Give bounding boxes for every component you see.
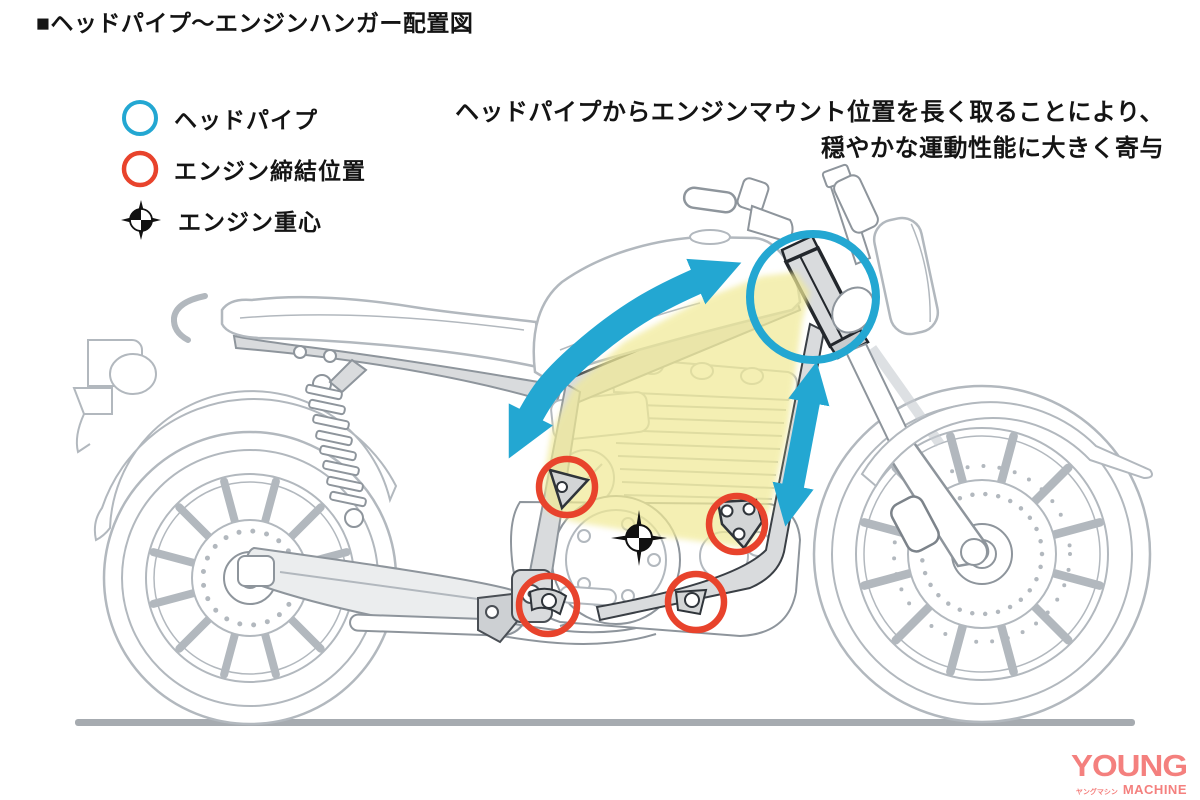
engine-mount-circle-icon: [121, 150, 159, 188]
center-of-gravity-icon: [121, 200, 161, 240]
caption-line-2: 穏やかな運動性能に大きく寄与: [821, 135, 1164, 162]
page-title: ■ヘッドパイプ〜エンジンハンガー配置図: [36, 10, 474, 36]
rear-shock: [305, 374, 367, 528]
legend-label-head-pipe: ヘッドパイプ: [174, 107, 318, 133]
young-machine-logo: YOUNG ヤングマシン MACHINE: [1070, 748, 1188, 797]
ground-line: [75, 719, 1135, 726]
engine-mount-circle-3: [515, 572, 581, 638]
legend-item-head-pipe: ヘッドパイプ: [120, 98, 318, 138]
head-pipe-circle: [746, 230, 880, 364]
engine-hanger-plates: [528, 468, 764, 616]
downtube-arrow: [772, 361, 830, 527]
footpeg-bracket: [477, 592, 522, 644]
legend-label-engine-cg: エンジン重心: [178, 209, 322, 235]
caption-text: ヘッドパイプからエンジンマウント位置を長く取ることにより、 穏やかな運動性能に大…: [455, 95, 1164, 167]
brake-caliper: [890, 495, 940, 553]
rear-fender: [72, 339, 398, 542]
legend-item-engine-cg: エンジン重心: [120, 200, 322, 240]
front-fork: [821, 163, 990, 568]
spine-arrow: [508, 258, 742, 459]
grab-rail: [170, 293, 208, 343]
seat: [170, 293, 544, 370]
engine-mount-circle-4: [664, 570, 728, 634]
logo-young: YOUNG: [1070, 748, 1188, 783]
logo-jp: ヤングマシン: [1075, 789, 1118, 796]
downtube: [595, 322, 826, 622]
turn-signal: [109, 353, 157, 395]
legend-item-engine-mount: エンジン締結位置: [120, 149, 366, 189]
caption-line-1: ヘッドパイプからエンジンマウント位置を長く取ることにより、: [454, 99, 1164, 126]
handlebar: [682, 177, 794, 244]
head-pipe-circle-icon: [122, 100, 158, 136]
front-fender: [860, 401, 1153, 488]
engine-mount-circle-1: [535, 455, 599, 519]
logo-machine: MACHINE: [1122, 782, 1187, 797]
tank-cap: [689, 229, 731, 245]
head-pipe: [780, 234, 875, 360]
engine-mount-circle-2: [705, 492, 769, 556]
headlight: [872, 216, 940, 336]
frame-span-arrows: [508, 258, 830, 527]
legend-label-engine-mount: エンジン締結位置: [174, 158, 366, 184]
engine-cg-marker: [611, 510, 667, 566]
subframe: [232, 334, 564, 406]
